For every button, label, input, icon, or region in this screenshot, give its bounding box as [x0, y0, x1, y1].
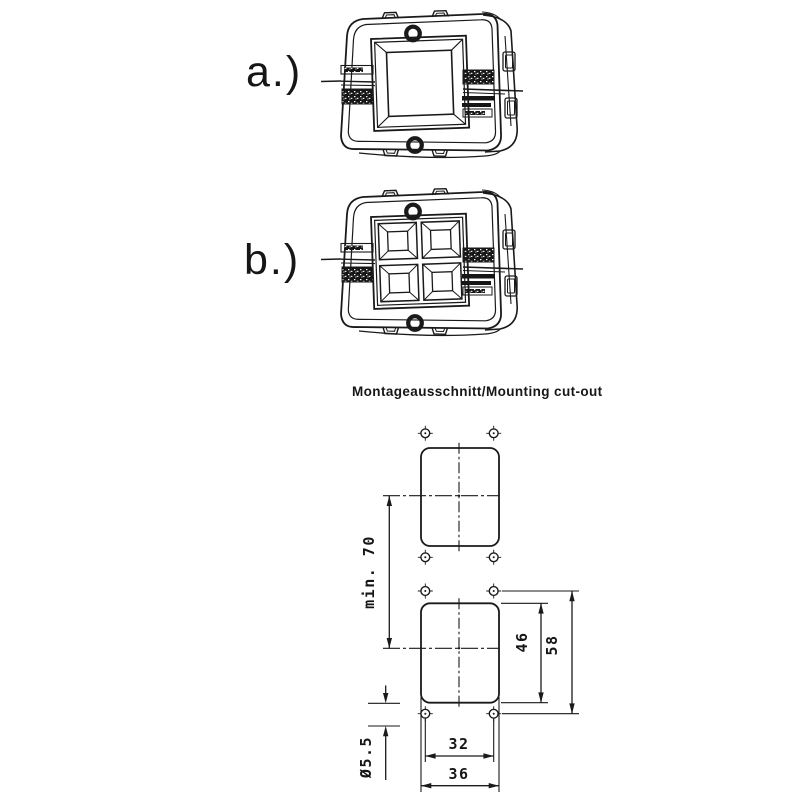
dim-58: 58 — [502, 590, 579, 715]
drill-holes — [417, 425, 502, 722]
dim-32: 32 — [424, 719, 495, 762]
frame-a-shell — [321, 11, 523, 158]
lower-cutout-outline — [420, 602, 500, 704]
frame-b-shell — [321, 189, 523, 336]
dim-36: 36 — [420, 697, 500, 792]
dim-min-70: min. 70 — [360, 495, 392, 649]
centerlines — [383, 442, 499, 709]
dim-46-label: 46 — [513, 631, 531, 652]
frame-a-drawing — [317, 10, 527, 178]
mounting-cutout-drawing: min. 70 46 58 32 36 Ø5.5 — [357, 425, 579, 792]
dim-min-70-label: min. 70 — [360, 535, 378, 609]
dim-32-label: 32 — [448, 735, 469, 753]
figure-b-label: b.) — [244, 236, 301, 284]
dim-36-label: 36 — [448, 765, 469, 783]
dim-hole-diameter: Ø5.5 — [357, 685, 400, 780]
dim-46: 46 — [501, 602, 548, 704]
frame-b-drawing — [317, 188, 527, 356]
dim-58-label: 58 — [543, 634, 561, 655]
upper-cutout-outline — [420, 447, 500, 547]
figure-a-label: a.) — [246, 48, 303, 96]
frame-b-quad-window — [370, 212, 471, 310]
frame-a-single-window — [370, 34, 471, 132]
dim-hole-diameter-label: Ø5.5 — [357, 736, 375, 779]
cutout-title: Montageausschnitt/Mounting cut-out — [352, 384, 603, 399]
